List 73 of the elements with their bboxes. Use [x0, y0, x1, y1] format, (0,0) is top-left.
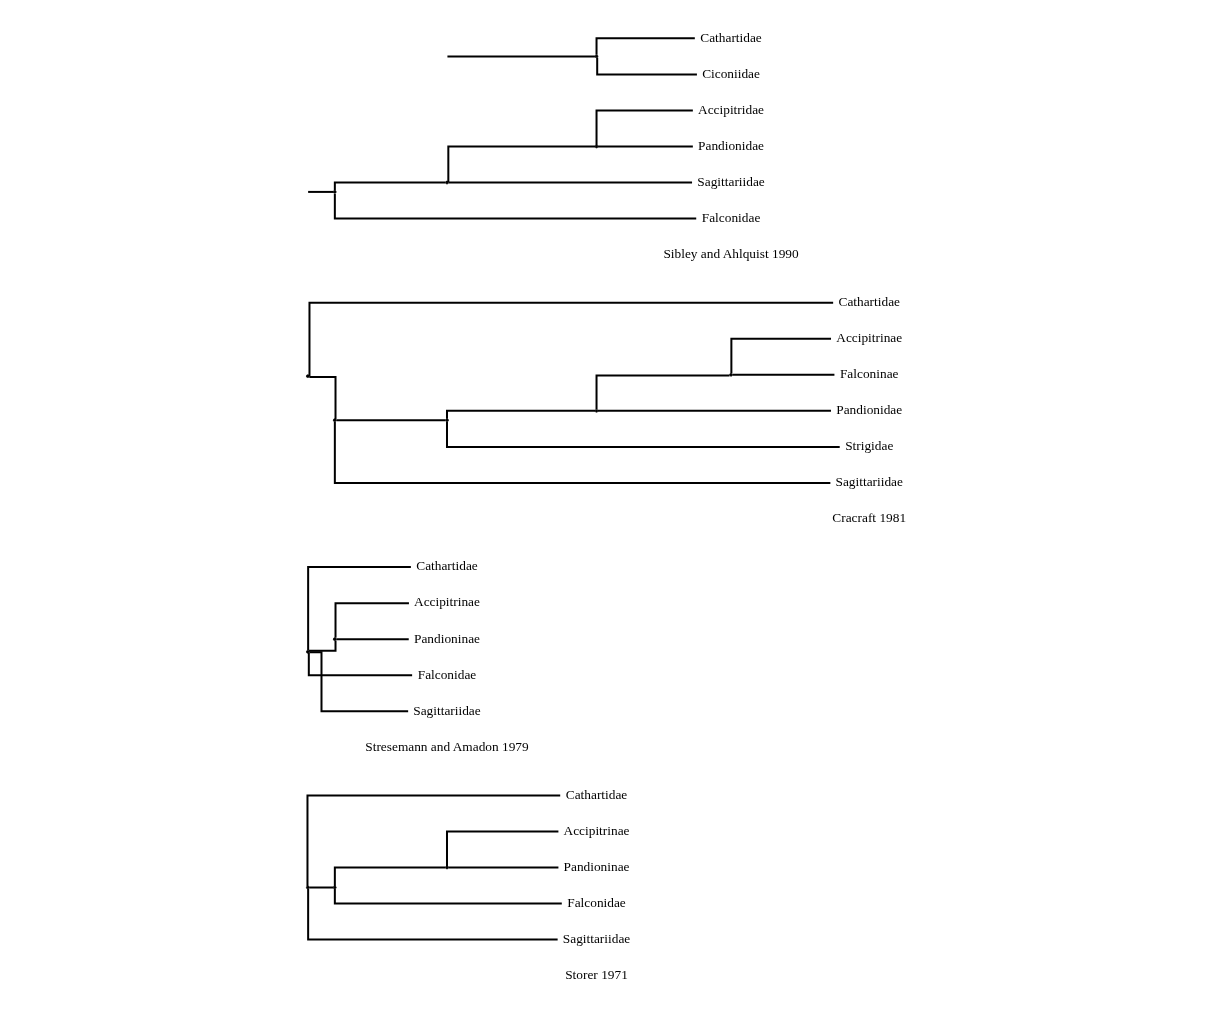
node-text: Sagittariidae: [413, 702, 481, 718]
node-text: Sagittariidae: [562, 930, 631, 946]
connector: [447, 145, 597, 183]
node-text: Pandioninae: [563, 858, 630, 874]
connector: [308, 375, 337, 420]
node-text: Falconidae: [417, 666, 477, 682]
node-text: Falconidae: [701, 209, 761, 225]
connector: [307, 565, 412, 651]
label: Sibley and Ahlquist 1990: [663, 245, 799, 261]
connector: [446, 54, 596, 57]
connector: [595, 36, 696, 56]
node-text: Cathartidae: [416, 557, 478, 573]
node-point: [332, 636, 337, 641]
node-text: Accipitridae: [698, 101, 765, 117]
node-text: Falconinae: [839, 365, 899, 381]
connector: [308, 650, 410, 712]
node-text: Pandionidae: [836, 401, 903, 417]
connector: [446, 409, 597, 420]
connector: [335, 637, 410, 640]
connector: [597, 145, 694, 147]
node-text: Cathartidae: [838, 293, 900, 309]
connector: [308, 638, 337, 652]
connector: [447, 866, 560, 868]
node-point: [594, 144, 599, 148]
node-point: [594, 408, 599, 413]
node-point: [445, 180, 449, 184]
connector: [731, 373, 836, 376]
node-point: [332, 417, 337, 422]
connector: [595, 108, 694, 146]
connector: [334, 601, 410, 639]
node-text: Accipitrinae: [563, 822, 630, 838]
node-text: Cathartidae: [700, 29, 762, 45]
node-text: Strigidae: [845, 437, 894, 453]
connector: [308, 886, 335, 888]
connector: [333, 192, 698, 220]
connector: [595, 374, 731, 410]
connector: [333, 887, 563, 905]
connector: [308, 301, 835, 377]
label: Stresemann and Amadon 1979: [365, 738, 529, 754]
node-point: [306, 373, 310, 378]
connector: [446, 420, 841, 448]
connector: [333, 181, 447, 191]
node-point: [306, 649, 310, 654]
label: Storer 1971: [565, 966, 628, 982]
node-point: [445, 865, 449, 869]
node-point: [445, 417, 449, 422]
node-text: Accipitrinae: [836, 329, 903, 345]
connector: [446, 829, 560, 867]
node-point: [332, 189, 337, 194]
connector: [447, 181, 694, 184]
connector: [596, 56, 698, 75]
node-text: Sagittariidae: [697, 173, 765, 189]
node-text: Accipitrinae: [414, 593, 480, 609]
connector: [335, 418, 447, 421]
node-text: Pandionidae: [698, 137, 765, 153]
node-text: Falconidae: [567, 894, 626, 910]
node-text: Ciconiidae: [702, 65, 760, 81]
connector: [307, 887, 559, 941]
connector: [333, 866, 447, 887]
node-point: [332, 885, 337, 889]
connector: [307, 190, 335, 193]
node-point: [306, 885, 310, 889]
label: Cracraft 1981: [832, 509, 907, 525]
connector: [333, 420, 832, 484]
node-point: [729, 372, 733, 377]
node-text: Pandioninae: [414, 630, 480, 646]
connector: [306, 793, 562, 887]
connector: [730, 337, 832, 374]
node-text: Cathartidae: [565, 786, 628, 802]
node-point: [594, 54, 599, 58]
connector: [307, 651, 414, 676]
node-text: Sagittariidae: [835, 473, 903, 489]
connector: [597, 409, 832, 412]
